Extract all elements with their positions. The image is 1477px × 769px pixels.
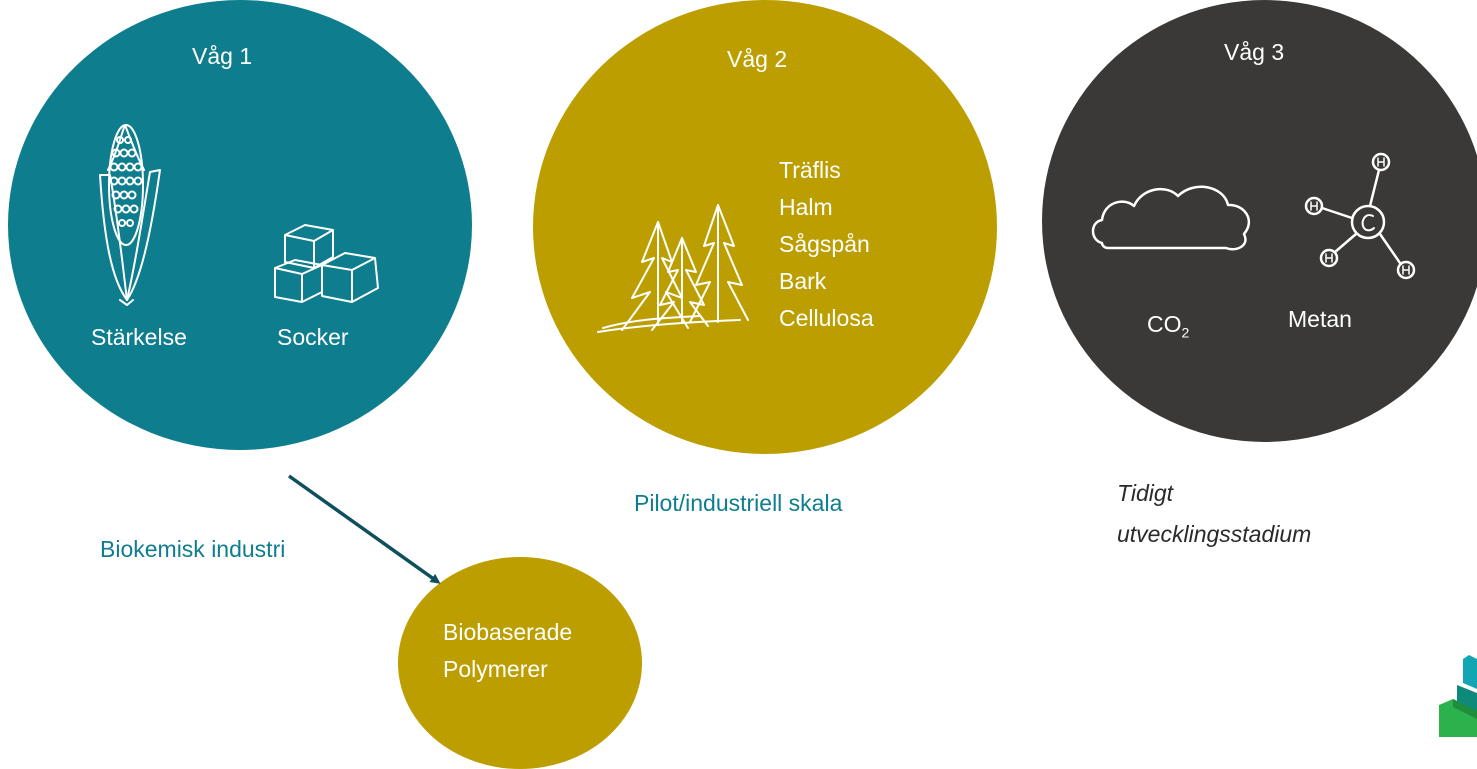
wave1-circle xyxy=(8,0,472,450)
wave2-item-cellulose: Cellulosa xyxy=(779,305,874,331)
wave1-item-starch: Stärkelse xyxy=(91,324,187,350)
product-line1: Biobaserade xyxy=(443,619,573,645)
logo-icon xyxy=(1439,655,1477,737)
wave2-item-woodchips: Träflis xyxy=(779,157,841,183)
wave1-title: Våg 1 xyxy=(192,43,253,69)
arrow-wave1-to-product xyxy=(287,474,441,584)
wave2-note: Pilot/industriell skala xyxy=(634,490,843,516)
forest-icon xyxy=(597,204,749,333)
sugar-cubes-icon xyxy=(274,224,379,303)
wave2-item-straw: Halm xyxy=(779,194,833,220)
wave3-note-line2: utvecklingsstadium xyxy=(1117,521,1312,547)
wave2-title: Våg 2 xyxy=(727,46,788,72)
product-circle xyxy=(398,557,642,769)
arrow-label: Biokemisk industri xyxy=(100,536,286,562)
wave2-circle xyxy=(533,0,997,454)
wave3-note-line1: Tidigt xyxy=(1117,480,1174,506)
co2-main: CO xyxy=(1147,311,1182,337)
wave2-item-sawdust: Sågspån xyxy=(779,231,870,257)
product-line2: Polymerer xyxy=(443,656,548,682)
wave3-circle xyxy=(1042,0,1477,442)
methane-label: Metan xyxy=(1288,306,1352,332)
illustrations xyxy=(99,124,1416,584)
co2-subscript: 2 xyxy=(1181,324,1190,341)
methane-molecule-icon xyxy=(1304,152,1416,280)
corn-icon xyxy=(99,124,161,306)
cloud-icon xyxy=(1091,185,1251,251)
wave1-item-sugar: Socker xyxy=(277,324,349,350)
wave3-title: Våg 3 xyxy=(1224,39,1285,65)
co2-label: CO2 xyxy=(1147,309,1189,342)
wave2-item-bark: Bark xyxy=(779,268,827,294)
